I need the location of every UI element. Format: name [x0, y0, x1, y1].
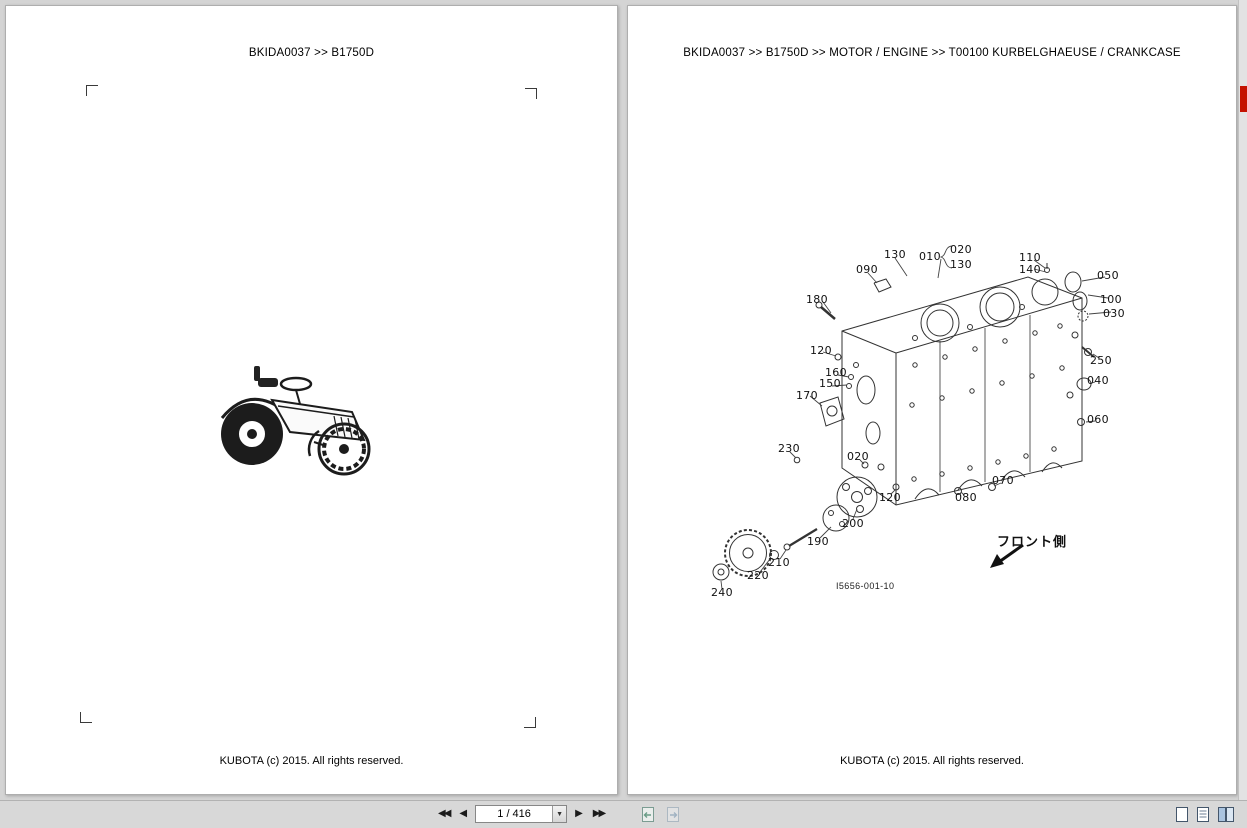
page-indicator-input[interactable]: [476, 806, 553, 822]
corner-mark-bottom-right: [524, 717, 536, 728]
page-view-mode-group: [1175, 806, 1235, 823]
left-page-header: BKIDA0037 >> B1750D: [248, 47, 375, 59]
left-page-footer: KUBOTA (c) 2015. All rights reserved.: [219, 755, 404, 767]
bottom-toolbar: ◀◀ ◀ ▼ ▶ ▶▶: [0, 800, 1247, 828]
page-navigation: ◀◀ ◀ ▼ ▶ ▶▶: [436, 805, 606, 823]
first-page-button[interactable]: ◀◀: [438, 808, 451, 819]
vertical-scrollbar[interactable]: [1238, 0, 1247, 800]
view-history-group: [640, 806, 681, 823]
page-right: BKIDA0037 >> B1750D >> MOTOR / ENGINE >>…: [627, 5, 1237, 795]
previous-view-icon[interactable]: [640, 806, 656, 823]
last-page-button[interactable]: ▶▶: [592, 808, 606, 819]
facing-pages-view-icon[interactable]: [1217, 806, 1235, 823]
previous-page-button[interactable]: ◀: [459, 808, 468, 819]
corner-mark-bottom-left: [80, 712, 92, 723]
page-indicator-box: ▼: [475, 805, 568, 823]
corner-mark-top-right: [525, 88, 537, 99]
corner-mark-top-left: [86, 85, 98, 96]
single-page-view-icon[interactable]: [1175, 806, 1189, 823]
tractor-illustration: [220, 366, 371, 476]
page-left: BKIDA0037 >> B1750D: [5, 5, 618, 795]
page-dropdown-button[interactable]: ▼: [552, 806, 567, 822]
next-view-icon[interactable]: [665, 806, 681, 823]
next-page-button[interactable]: ▶: [575, 808, 583, 819]
right-page-footer: KUBOTA (c) 2015. All rights reserved.: [840, 755, 1024, 767]
right-page-header: BKIDA0037 >> B1750D >> MOTOR / ENGINE >>…: [683, 47, 1181, 59]
continuous-view-icon[interactable]: [1196, 806, 1210, 823]
scrollbar-thumb[interactable]: [1240, 86, 1247, 112]
